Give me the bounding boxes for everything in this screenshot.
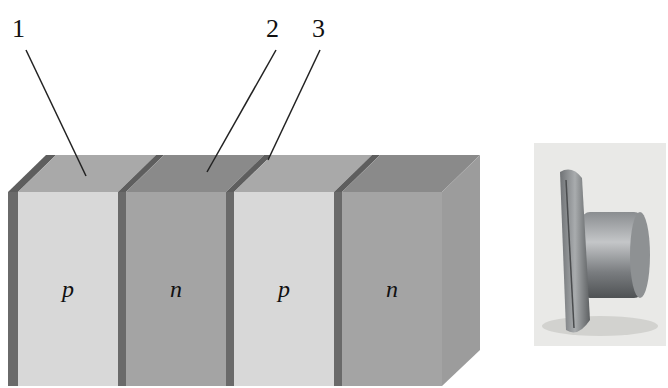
callout-number: 3 <box>312 16 325 42</box>
semiconductor-layer: n <box>342 192 442 386</box>
contact-layer <box>334 192 342 386</box>
callout-number: 1 <box>12 16 25 42</box>
photo-shadow <box>542 316 658 336</box>
layer-type: p <box>62 276 74 303</box>
terminal-end <box>630 212 650 298</box>
callout-number: 2 <box>266 16 279 42</box>
leader-line <box>207 50 276 172</box>
terminal-flange <box>560 170 590 333</box>
flange-edge <box>566 180 574 328</box>
leader-line <box>26 50 86 176</box>
side-face <box>442 155 480 386</box>
contact-layer <box>118 192 126 386</box>
semiconductor-layer: p <box>18 192 118 386</box>
leader-line <box>268 50 320 160</box>
layer-type: p <box>278 276 290 303</box>
contact-layer <box>226 192 234 386</box>
contact-layer <box>8 192 18 386</box>
semiconductor-layer: p <box>234 192 334 386</box>
photo-ground <box>534 143 666 346</box>
layer-type: n <box>386 276 398 303</box>
layer-type: n <box>170 276 182 303</box>
semiconductor-layer: n <box>126 192 226 386</box>
